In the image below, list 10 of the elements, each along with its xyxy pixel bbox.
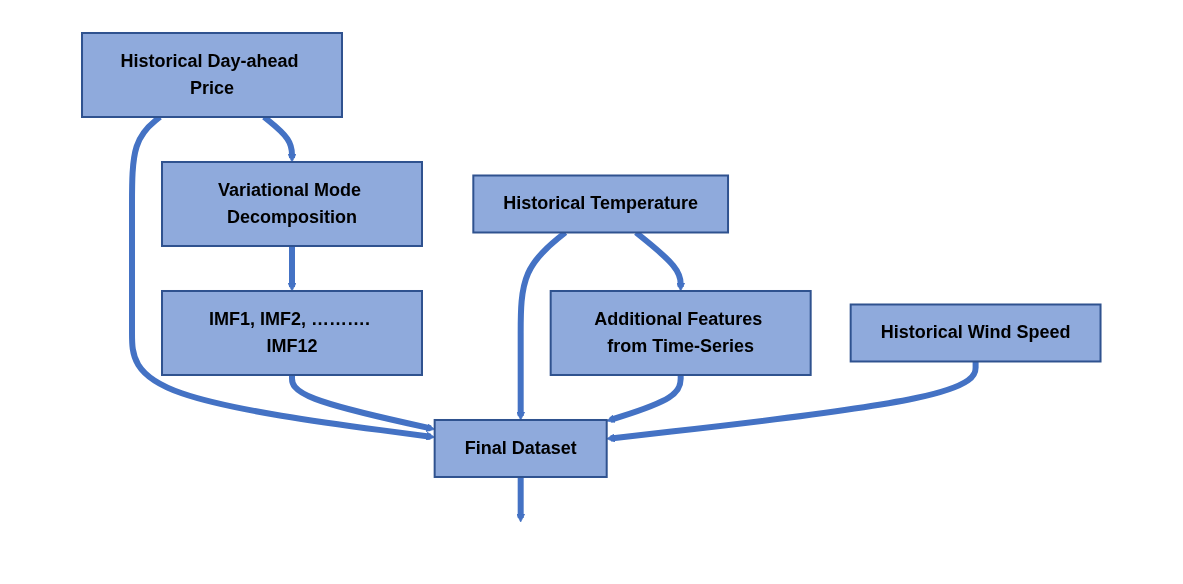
node-box: Additional Features from Time-Series bbox=[549, 289, 812, 376]
arrow bbox=[606, 361, 979, 442]
node-box: Historical Temperature bbox=[472, 174, 730, 233]
node-box: Final Dataset bbox=[433, 418, 608, 478]
node-box: IMF1, IMF2, ………. IMF12 bbox=[161, 289, 424, 376]
node-box: Historical Day-ahead Price bbox=[81, 31, 344, 118]
node-box: Variational Mode Decomposition bbox=[161, 160, 424, 247]
node-box: Historical Wind Speed bbox=[849, 303, 1102, 362]
arrow bbox=[287, 245, 297, 291]
arrow bbox=[516, 476, 526, 522]
